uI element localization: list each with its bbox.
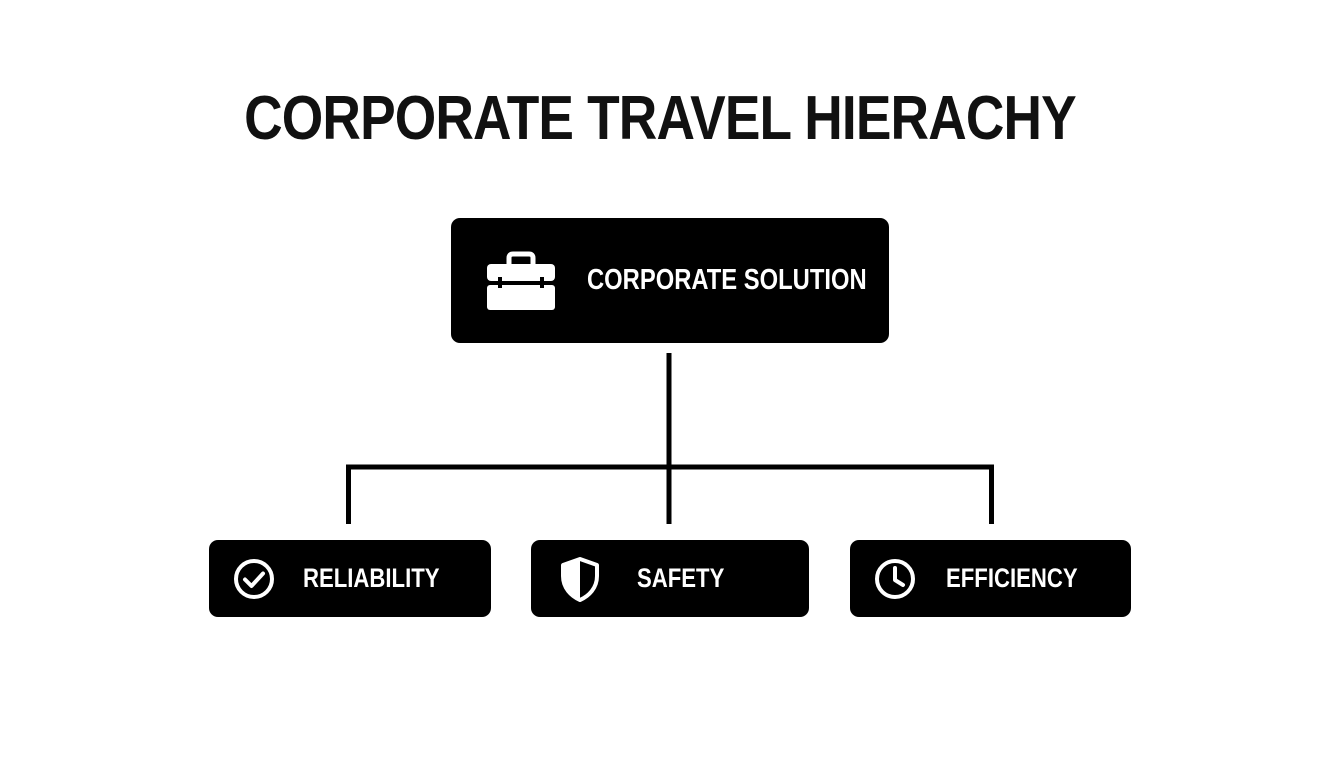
clock-icon (873, 557, 917, 601)
shield-icon (559, 556, 601, 602)
node-label: SAFETY (637, 563, 725, 593)
diagram-title: CORPORATE TRAVEL HIERACHY (244, 84, 1077, 153)
node-label: EFFICIENCY (946, 563, 1078, 593)
node-label: RELIABILITY (303, 563, 440, 593)
node-corporate-solution: CORPORATE SOLUTION (451, 218, 889, 343)
node-efficiency: EFFICIENCY (850, 540, 1131, 617)
briefcase-icon (485, 250, 557, 312)
check-circle-icon (232, 557, 276, 601)
node-reliability: RELIABILITY (209, 540, 491, 617)
node-label: CORPORATE SOLUTION (587, 264, 867, 296)
node-safety: SAFETY (531, 540, 809, 617)
